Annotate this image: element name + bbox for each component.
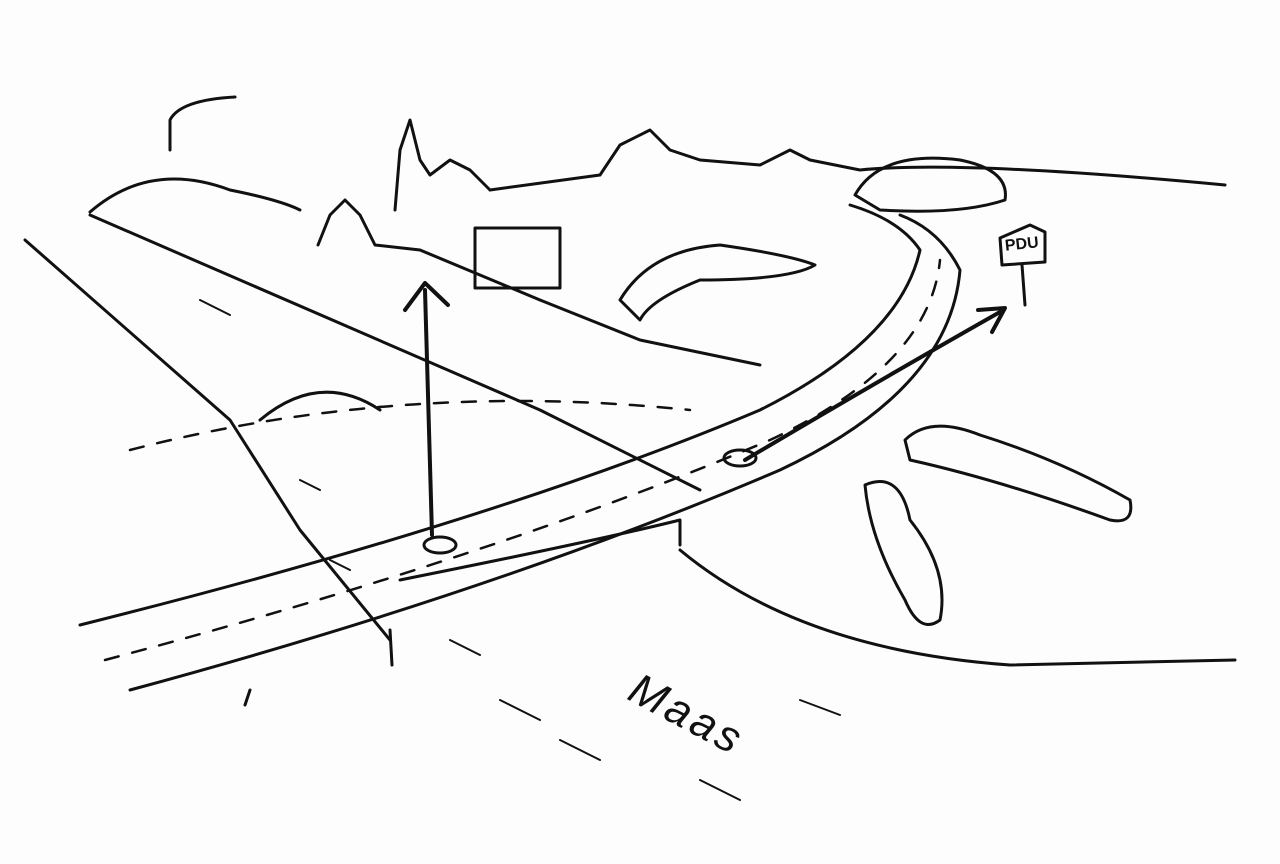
hill-left <box>88 177 302 214</box>
chimney <box>168 95 237 152</box>
bridge-lane-marking <box>103 258 942 662</box>
tree-column <box>863 480 944 626</box>
arrow-right-head <box>976 306 1007 334</box>
bridge-edge-bottom <box>128 213 962 692</box>
sign-board <box>998 223 1047 267</box>
bank-mid <box>538 298 762 367</box>
sign-post <box>1020 263 1027 307</box>
pier-2 <box>388 628 394 667</box>
arrow-right <box>743 310 1002 462</box>
bush-row <box>903 424 1133 523</box>
sight-line <box>128 399 692 452</box>
church-tower <box>393 118 492 212</box>
tree-cluster <box>853 156 1007 213</box>
arrow-up-head <box>403 281 450 312</box>
arrow-up <box>423 288 434 537</box>
pier-1 <box>243 688 252 707</box>
bridge-edge-top <box>78 203 922 627</box>
eye-icon <box>722 448 758 468</box>
water-ripples <box>199 299 841 801</box>
riverbank-right <box>678 548 1237 667</box>
riverbank-far <box>88 213 702 492</box>
bush-upper <box>618 243 817 322</box>
skyline-left <box>316 198 542 302</box>
bridge-arch <box>398 518 682 582</box>
eye-icon <box>422 535 458 555</box>
sign-label: PDU <box>1004 234 1040 255</box>
distant-bridge <box>258 390 382 422</box>
building-block <box>473 226 562 290</box>
skyline-right <box>488 128 1227 192</box>
riverbank-left <box>23 238 392 642</box>
